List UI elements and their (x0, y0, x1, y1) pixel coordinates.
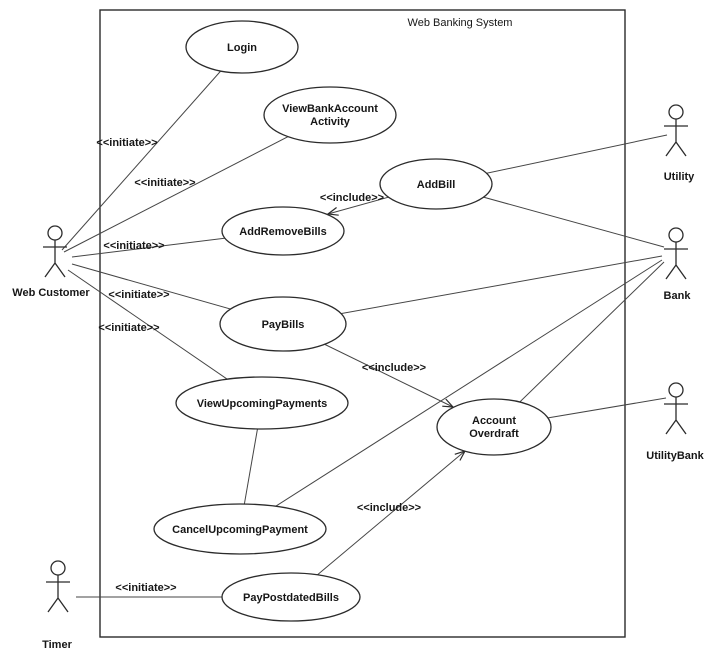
stereotype-initiate-view-upcoming-payments: <<initiate>> (98, 322, 159, 334)
usecase-account-overdraft-label-line1: Account (472, 415, 516, 427)
stereotype-include-add-bill: <<include>> (320, 192, 384, 204)
actor-utility-bank-head (668, 382, 684, 398)
usecase-view-upcoming-payments: ViewUpcomingPayments (175, 376, 349, 430)
actor-bank: Bank (664, 227, 692, 302)
system-boundary (99, 9, 626, 638)
usecase-login: Login (185, 20, 299, 74)
usecase-add-bill: AddBill (379, 158, 493, 210)
usecase-login-label: Login (227, 42, 257, 54)
actor-utility-bank-figure (664, 397, 688, 435)
edge-web-customer-login (61, 46, 243, 251)
actor-timer-label: Timer (42, 639, 72, 651)
stereotype-initiate-pay-postdated-bills: <<initiate>> (115, 582, 176, 594)
actor-web-customer: Web Customer (12, 225, 90, 299)
usecase-view-bank-account-activity-label-line1: ViewBankAccount (282, 103, 378, 115)
actor-web-customer-figure (43, 240, 67, 278)
actor-utility-label: Utility (664, 171, 695, 183)
stereotype-initiate-add-remove-bills: <<initiate>> (103, 240, 164, 252)
actor-utility-bank-label: UtilityBank (646, 450, 704, 462)
usecase-view-bank-account-activity-ellipse (263, 86, 397, 144)
actor-timer: Timer (42, 560, 73, 651)
actor-timer-figure (46, 575, 70, 613)
usecase-view-bank-account-activity-label-line2: Activity (310, 116, 351, 128)
usecase-add-remove-bills: AddRemoveBills (221, 206, 345, 256)
edge-bank-pay-bills (282, 255, 663, 325)
usecase-view-bank-account-activity: ViewBankAccount Activity (263, 86, 397, 144)
usecase-account-overdraft-ellipse (436, 398, 552, 456)
actor-web-customer-head (47, 225, 63, 241)
actor-utility-figure (664, 119, 688, 157)
usecase-add-bill-ellipse (379, 158, 493, 210)
actor-bank-label: Bank (664, 290, 692, 302)
usecase-pay-bills: PayBills (219, 296, 347, 352)
usecase-cancel-upcoming-payment: CancelUpcomingPayment (153, 503, 327, 555)
stereotype-include-pay-postdated-bills: <<include>> (357, 502, 421, 514)
edge-bank-cancel-upcoming-payment (239, 259, 663, 530)
edge-include-pay-postdated-bills-account-overdraft (290, 449, 467, 598)
actor-nodes: Web Customer Utility Bank UtilityBank Ti… (12, 104, 705, 651)
usecase-pay-postdated-bills-ellipse (221, 572, 361, 622)
usecase-pay-bills-ellipse (219, 296, 347, 352)
actor-utility: Utility (664, 104, 695, 183)
stereotype-include-pay-bills: <<include>> (362, 362, 426, 374)
usecase-add-remove-bills-label: AddRemoveBills (239, 226, 326, 238)
edge-bank-account-overdraft (493, 261, 665, 428)
stereotype-initiate-login: <<initiate>> (96, 137, 157, 149)
actor-bank-head (668, 227, 684, 243)
stereotype-labels: <<initiate>> <<initiate>> <<initiate>> <… (96, 137, 426, 594)
actor-timer-head (50, 560, 66, 576)
stereotype-initiate-view-bank-account-activity: <<initiate>> (134, 177, 195, 189)
actor-utility-bank: UtilityBank (646, 382, 705, 462)
usecase-account-overdraft: Account Overdraft (436, 398, 552, 456)
stereotype-initiate-pay-bills: <<initiate>> (108, 289, 169, 301)
usecase-add-bill-label: AddBill (417, 179, 456, 191)
usecase-view-upcoming-payments-ellipse (175, 376, 349, 430)
usecase-pay-postdated-bills: PayPostdatedBills (221, 572, 361, 622)
usecase-pay-postdated-bills-label: PayPostdatedBills (243, 592, 339, 604)
usecase-cancel-upcoming-payment-label: CancelUpcomingPayment (172, 524, 308, 536)
usecase-add-remove-bills-ellipse (221, 206, 345, 256)
usecase-cancel-upcoming-payment-ellipse (153, 503, 327, 555)
usecase-account-overdraft-label-line2: Overdraft (469, 428, 519, 440)
use-case-nodes: Login ViewBankAccount Activity AddBill A… (153, 20, 552, 622)
system-title: Web Banking System (408, 17, 513, 29)
usecase-login-ellipse (185, 20, 299, 74)
actor-web-customer-label: Web Customer (12, 287, 90, 299)
actor-bank-figure (664, 242, 688, 280)
actor-utility-head (668, 104, 684, 120)
edge-web-customer-view-bank-account-activity (63, 114, 331, 253)
usecase-pay-bills-label: PayBills (262, 319, 305, 331)
usecase-view-upcoming-payments-label: ViewUpcomingPayments (197, 398, 328, 410)
